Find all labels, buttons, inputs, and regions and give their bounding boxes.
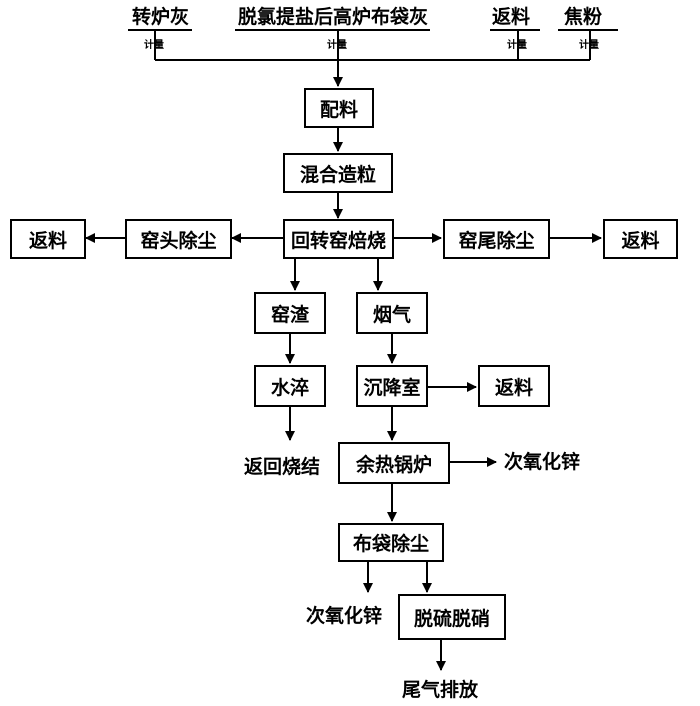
node-batching: 配料 [304,88,374,128]
meter-label-bag-ash: 计量 [327,40,347,51]
input-converter-ash: 转炉灰 [132,6,190,28]
node-water-quench: 水淬 [254,365,326,407]
input-bag-ash: 脱氯提盐后高炉布袋灰 [238,6,429,28]
input-return-material: 返料 [492,6,531,28]
node-kiln-head-dust: 窑头除尘 [125,219,232,259]
meter-label-coke: 计量 [579,40,599,51]
node-waste-heat-boiler: 余热锅炉 [338,442,450,484]
node-exhaust: 尾气排放 [402,679,479,701]
node-zinc-oxide-bag: 次氧化锌 [306,605,383,627]
node-zinc-oxide-boiler: 次氧化锌 [504,451,581,473]
node-kiln-tail-dust: 窑尾除尘 [443,219,550,259]
node-return-left: 返料 [10,219,86,259]
node-settling-chamber: 沉降室 [356,365,428,407]
node-kiln-slag: 窑渣 [254,292,326,334]
node-rotary-kiln: 回转窑焙烧 [283,219,394,259]
node-return-sintering: 返回烧结 [244,456,321,478]
node-desulf-denitr: 脱硫脱硝 [398,594,506,640]
node-bag-dust: 布袋除尘 [338,523,444,562]
node-flue-gas: 烟气 [356,292,428,334]
input-coke-powder: 焦粉 [564,6,603,28]
meter-label-converter: 计量 [144,40,164,51]
node-mixing-granulation: 混合造粒 [283,153,393,193]
node-return-settling: 返料 [478,365,550,407]
node-return-right: 返料 [603,219,678,259]
meter-label-return: 计量 [507,40,527,51]
